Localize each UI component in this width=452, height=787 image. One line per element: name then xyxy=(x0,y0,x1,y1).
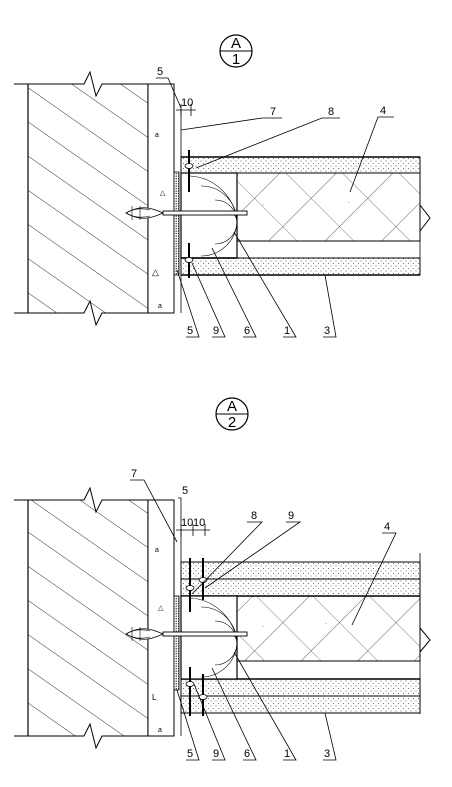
label-1-a2: 1 xyxy=(284,748,290,760)
label-4-a2: 4 xyxy=(384,521,390,533)
masonry-wall-a1 xyxy=(14,70,149,327)
insulation-panel-a1: · · xyxy=(236,172,421,242)
insulation-panel-a2: · · xyxy=(236,595,421,662)
view-a1: A 1 a △ △ a · xyxy=(14,34,431,338)
label-6-a2: 6 xyxy=(244,748,250,760)
dim-10-a2-2: 10 xyxy=(193,517,205,529)
label-7-a1: 7 xyxy=(270,106,276,118)
fastener-bottom-a2 xyxy=(185,667,208,716)
svg-text:△: △ xyxy=(160,190,166,197)
masonry-wall-a2 xyxy=(14,486,149,750)
lower-board-a2 xyxy=(180,678,421,714)
svg-text:·: · xyxy=(348,200,350,206)
label-3-a1: 3 xyxy=(324,325,330,337)
sealant-strip-a1 xyxy=(173,171,180,276)
break-line-a2 xyxy=(419,627,431,653)
label-9-a2: 9 xyxy=(213,748,219,760)
svg-text:a: a xyxy=(158,303,162,310)
labels-a2: 7 5 8 9 4 5 9 6 1 3 xyxy=(131,468,390,760)
anchor-bolt-a2 xyxy=(125,627,248,641)
label-8-a1: 8 xyxy=(328,106,334,118)
dim-10-a2-1: 10 xyxy=(181,517,193,529)
svg-text:a: a xyxy=(155,547,159,554)
svg-text:a: a xyxy=(158,727,162,734)
upper-board-a2 xyxy=(180,561,421,597)
svg-text:L: L xyxy=(152,693,157,702)
fastener-top-a1 xyxy=(184,150,194,192)
section-a2-number: 2 xyxy=(228,414,236,431)
label-8-a2: 8 xyxy=(251,510,257,522)
dim-10-a1: 10 xyxy=(181,97,193,109)
label-7-a2: 7 xyxy=(131,468,137,480)
dimension-a2: 10 10 xyxy=(176,517,210,536)
section-a2-letter: A xyxy=(227,398,237,415)
fastener-top-a2 xyxy=(185,558,208,612)
label-9-a1: 9 xyxy=(213,325,219,337)
section-a1-number: 1 xyxy=(232,51,240,68)
leaders-a2 xyxy=(130,479,397,761)
svg-text:a: a xyxy=(155,132,159,139)
section-marker-a1: A 1 xyxy=(219,34,253,68)
labels-a1: 5 7 8 4 5 9 6 1 3 xyxy=(157,66,386,337)
svg-text:△: △ xyxy=(152,267,159,277)
section-a1-letter: A xyxy=(231,35,241,52)
svg-text:△: △ xyxy=(158,605,164,612)
svg-text:·: · xyxy=(262,202,264,208)
anchor-bolt-a1 xyxy=(125,206,248,220)
break-line-a1 xyxy=(419,204,431,232)
dimension-a1: 10 xyxy=(176,97,196,116)
section-marker-a2: A 2 xyxy=(215,397,249,431)
label-5-bottom-a1: 5 xyxy=(187,325,193,337)
view-a2: A 2 a △ L a · xyxy=(14,397,431,761)
label-9-top-a2: 9 xyxy=(288,510,294,522)
concrete-layer-a2: a △ L a xyxy=(147,499,175,737)
label-5-top-a1: 5 xyxy=(157,66,163,78)
label-1-a1: 1 xyxy=(284,325,290,337)
label-5-top-a2: 5 xyxy=(182,485,188,497)
svg-text:·: · xyxy=(325,621,327,627)
concrete-layer-a1: a △ △ a xyxy=(147,83,175,314)
leaders-a1 xyxy=(156,77,394,338)
fastener-bottom-a1 xyxy=(184,243,194,278)
label-5-bottom-a2: 5 xyxy=(187,748,193,760)
label-4-a1: 4 xyxy=(380,105,386,117)
lower-board-a1 xyxy=(180,257,421,276)
label-6-a1: 6 xyxy=(244,325,250,337)
upper-board-a1 xyxy=(180,156,421,174)
svg-text:·: · xyxy=(262,624,264,630)
label-3-a2: 3 xyxy=(324,748,330,760)
sealant-strip-a2 xyxy=(173,595,180,691)
